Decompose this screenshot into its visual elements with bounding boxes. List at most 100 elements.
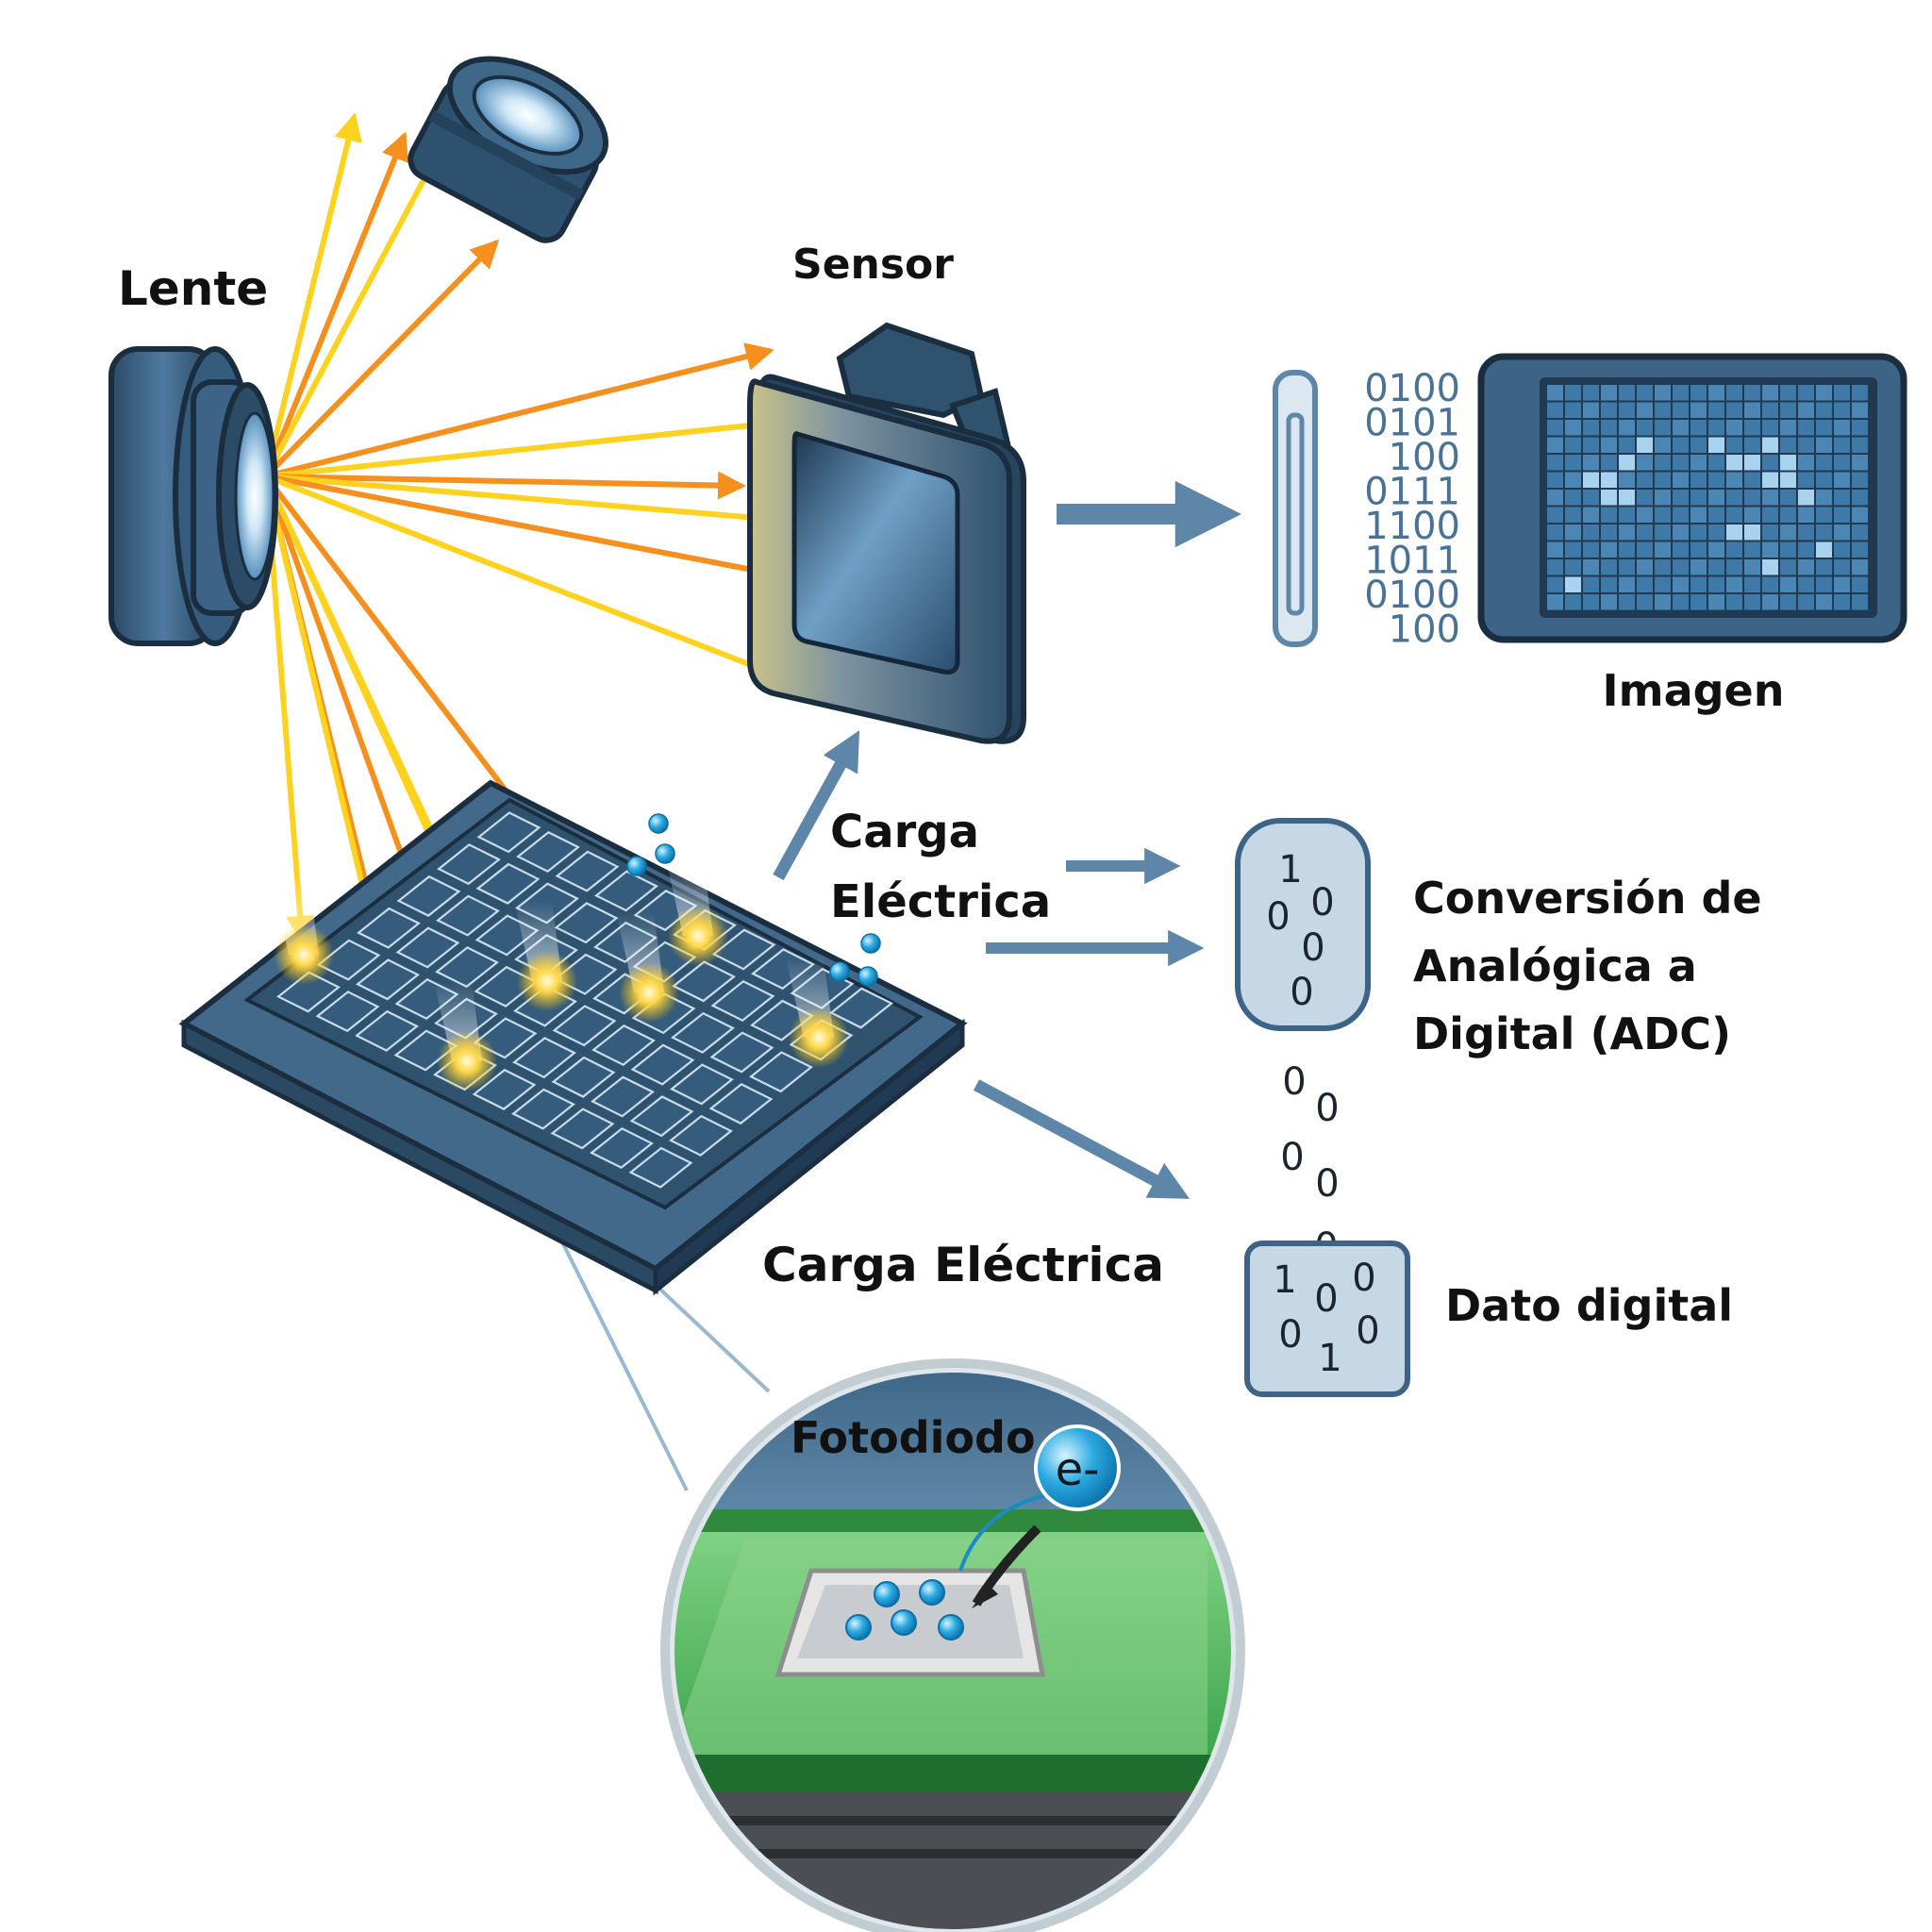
image-pixel [1619,437,1635,453]
image-pixel [1834,420,1850,436]
image-pixel [1690,472,1707,488]
image-pixel [1583,437,1599,453]
image-pixel [1852,559,1868,575]
sensor-pixel-cell [554,902,619,944]
image-pixel [1834,455,1850,471]
image-pixel [1547,437,1563,453]
image-pixel [1816,594,1832,610]
image-pixel [1601,402,1617,418]
image-pixel [1798,490,1814,506]
image-pixel [1601,490,1617,506]
image-pixel [1673,472,1689,488]
image-pixel [1655,490,1671,506]
image-pixel [1816,437,1832,453]
adc-digit: 0 [1290,971,1313,1014]
image-pixel [1637,559,1653,575]
image-pixel [1744,402,1760,418]
glowing-photosite [668,906,728,966]
image-pixel [1601,576,1617,592]
image-pixel [1852,420,1868,436]
image-pixel [1619,507,1635,523]
image-pixel [1798,420,1814,436]
image-pixel [1780,490,1796,506]
image-pixel [1690,490,1707,506]
image-pixel [1547,385,1563,401]
image-pixel [1726,472,1742,488]
image-pixel [1690,420,1707,436]
image-pixel [1744,385,1760,401]
image-pixel [1816,490,1832,506]
image-pixel [1762,420,1778,436]
sensor-pixel-cell [672,960,736,1003]
image-pixel [1708,455,1724,471]
image-pixel [1834,385,1850,401]
image-pixel [1726,576,1742,592]
glowing-photosite [517,951,577,1011]
electron-dot [858,966,878,987]
binary-line: 0100 [1364,367,1460,410]
image-pixel [1762,576,1778,592]
image-pixel [1852,507,1868,523]
image-pixel-grid [1547,385,1868,610]
image-pixel [1780,559,1796,575]
secondary-lens-icon [408,56,608,243]
image-pixel [1565,385,1581,401]
image-pixel [1780,437,1796,453]
image-pixel [1619,402,1635,418]
image-pixel [1619,455,1635,471]
image-pixel [1762,594,1778,610]
image-pixel [1744,490,1760,506]
image-pixel [1780,576,1796,592]
image-pixel [1547,525,1563,541]
image-pixel [1655,420,1671,436]
image-pixel [1619,541,1635,558]
image-pixel [1565,576,1581,592]
image-pixel [1547,576,1563,592]
image-pixel [1637,402,1653,418]
image-pixel [1852,455,1868,471]
image-pixel [1852,490,1868,506]
image-pixel [1655,507,1671,523]
image-pixel [1834,507,1850,523]
image-pixel [1547,420,1563,436]
image-pixel [1565,541,1581,558]
image-pixel [1673,402,1689,418]
sensor-pixel-cell [669,1114,733,1157]
image-pixel [1762,455,1778,471]
image-pixel [1619,525,1635,541]
image-pixel [1619,490,1635,506]
image-pixel [1690,541,1707,558]
image-pixel [1655,594,1671,610]
image-pixel [1690,576,1707,592]
falling-digit: 0 [1315,1162,1339,1206]
image-pixel [1816,472,1832,488]
image-pixel [1726,437,1742,453]
image-pixel [1762,385,1778,401]
image-pixel [1547,559,1563,575]
image-pixel [1690,385,1707,401]
image-pixel [1852,385,1868,401]
sensor-pixel-cell [356,958,420,1001]
sensor-pixel-cell [591,1024,656,1066]
image-pixel [1726,385,1742,401]
sensor-pixel-cell [552,1005,617,1047]
image-pixel [1708,385,1724,401]
light-ray [263,131,408,479]
electron-icon [1034,1424,1121,1511]
image-pixel [1852,472,1868,488]
image-pixel [1547,455,1563,471]
image-pixel [1637,525,1653,541]
electron-dot [874,1581,900,1607]
binary-line: 100 [1389,436,1460,479]
image-display-icon [1477,353,1907,643]
image-pixel [1565,455,1581,471]
image-pixel [1673,385,1689,401]
image-pixel [1637,420,1653,436]
image-pixel [1816,402,1832,418]
image-pixel [1780,472,1796,488]
image-pixel [1834,559,1850,575]
sensor-pixel-cell [708,1083,774,1125]
electron-dot [860,933,881,954]
